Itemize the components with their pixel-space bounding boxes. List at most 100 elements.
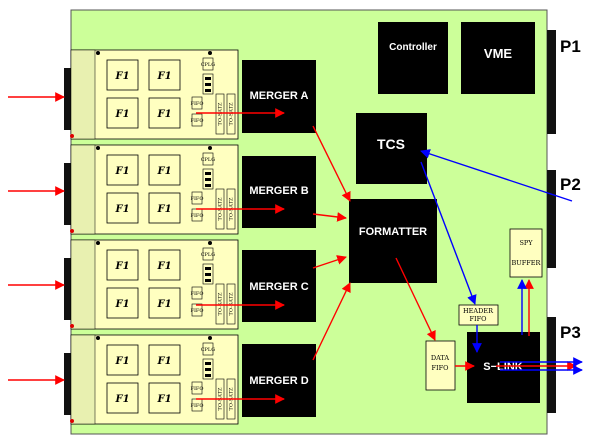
small-chip-label: FIFO (190, 291, 203, 297)
fpga-f1-label: F1 (114, 261, 129, 272)
chip-pin-block (205, 279, 211, 282)
port-label-p2: P2 (560, 175, 581, 194)
merger-b-to-formatter (312, 212, 347, 222)
cplg-chip (202, 152, 214, 166)
chip-pin-block (205, 89, 211, 92)
small-chip-label: FIFO (190, 101, 203, 107)
merger-c-to-formatter (312, 255, 347, 269)
controller-chip: Controller (378, 22, 448, 94)
mounting-hole (208, 336, 212, 340)
fpga-f1-label: F1 (156, 394, 171, 405)
led-indicator (70, 229, 74, 233)
fpga-f1-label: F1 (156, 71, 171, 82)
small-chip-label: FIFO (190, 118, 203, 124)
merger-c-label: MERGER C (249, 281, 308, 293)
controller-label: Controller (389, 42, 437, 53)
fifo-chip (191, 191, 203, 205)
fpga-f1-label: F1 (156, 299, 171, 310)
tcs-to-header-fifo-arrow (420, 161, 477, 305)
fpga-f1-label: F1 (114, 109, 129, 120)
connector-p2 (547, 170, 556, 268)
fpga-f1 (148, 192, 181, 224)
cplg-chip (202, 247, 214, 261)
fpga-f1 (148, 59, 181, 91)
fpga-f1 (106, 382, 139, 414)
fpga-f1 (148, 287, 181, 319)
small-chip-label: FIFO (190, 386, 203, 392)
led-indicator (70, 134, 74, 138)
fifo-chip (191, 381, 203, 395)
small-chip-label: FIFO (190, 308, 203, 314)
merger-d-to-formatter (312, 282, 351, 361)
chip-pin-block (205, 184, 211, 187)
spy-buffer-label-1: SPY (519, 239, 533, 247)
small-chip-label: CPLG (201, 62, 216, 68)
side-strip-label: TO-SATZ (229, 102, 235, 125)
fpga-f1 (148, 97, 181, 129)
merger-d: MERGER D (242, 344, 316, 417)
fpga-f1-label: F1 (156, 356, 171, 367)
spy-buffer: SPY BUFFER (509, 228, 543, 278)
data-fifo-label-1: DATA (431, 354, 450, 362)
fpga-f1-label: F1 (114, 394, 129, 405)
mezzanine-connector (64, 163, 72, 225)
fpga-f1-label: F1 (114, 71, 129, 82)
fpga-f1 (148, 344, 181, 376)
led-indicator (70, 419, 74, 423)
led-indicator (70, 324, 74, 328)
side-strip-label: TO-SATZ (229, 292, 235, 315)
fifo-chip (191, 96, 203, 110)
header-fifo-label-1: HEADER (463, 307, 494, 315)
slink-label: S−LINK (483, 361, 522, 373)
header-fifo-label-2: FIFO (470, 315, 487, 323)
mezzanine-connector (64, 258, 72, 320)
small-chip-label: FIFO (190, 213, 203, 219)
fpga-f1 (106, 192, 139, 224)
fpga-f1-label: F1 (114, 299, 129, 310)
mezzanine-stripe (70, 334, 96, 425)
small-chip-label: FIFO (190, 403, 203, 409)
mounting-hole (208, 241, 212, 245)
fpga-f1-label: F1 (156, 109, 171, 120)
port-label-p1: P1 (560, 37, 581, 56)
mounting-hole (96, 51, 100, 55)
merger-a-to-formatter (312, 125, 351, 202)
side-connector-strip (215, 93, 225, 135)
fifo-chip (191, 113, 203, 127)
mounting-hole (96, 146, 100, 150)
formatter-label: FORMATTER (359, 226, 427, 238)
cplg-chip (202, 57, 214, 71)
side-connector-strip (226, 93, 236, 135)
mezzanine-connector (64, 68, 72, 130)
fifo-chip (191, 303, 203, 317)
merger-b-label: MERGER B (249, 185, 308, 197)
merger-b: MERGER B (242, 156, 316, 228)
chip-pin-block (205, 83, 211, 86)
merger-d-label: MERGER D (249, 375, 308, 387)
spy-buffer-label-2: BUFFER (512, 259, 542, 267)
chip-pin-block (205, 77, 211, 80)
chip-pin-block (205, 273, 211, 276)
chip-pin-block (205, 172, 211, 175)
data-fifo: DATA FIFO (425, 340, 456, 391)
header-fifo: HEADER FIFO (458, 304, 499, 326)
side-strip-label: TO-SATZ (218, 102, 224, 125)
cplg-chip (202, 342, 214, 356)
port-label-p3: P3 (560, 323, 581, 342)
merger-a-label: MERGER A (250, 90, 309, 102)
mounting-hole (96, 336, 100, 340)
fpga-f1 (106, 97, 139, 129)
side-strip-label: TO-SATZ (218, 292, 224, 315)
fpga-f1 (106, 249, 139, 281)
mounting-hole (96, 241, 100, 245)
fpga-f1-label: F1 (114, 356, 129, 367)
small-chip-label: CPLG (201, 252, 216, 258)
slink-chip: S−LINK (467, 332, 540, 403)
fpga-f1-label: F1 (156, 166, 171, 177)
fpga-f1 (106, 287, 139, 319)
small-chip-label: CPLG (201, 157, 216, 163)
fpga-f1 (148, 154, 181, 186)
